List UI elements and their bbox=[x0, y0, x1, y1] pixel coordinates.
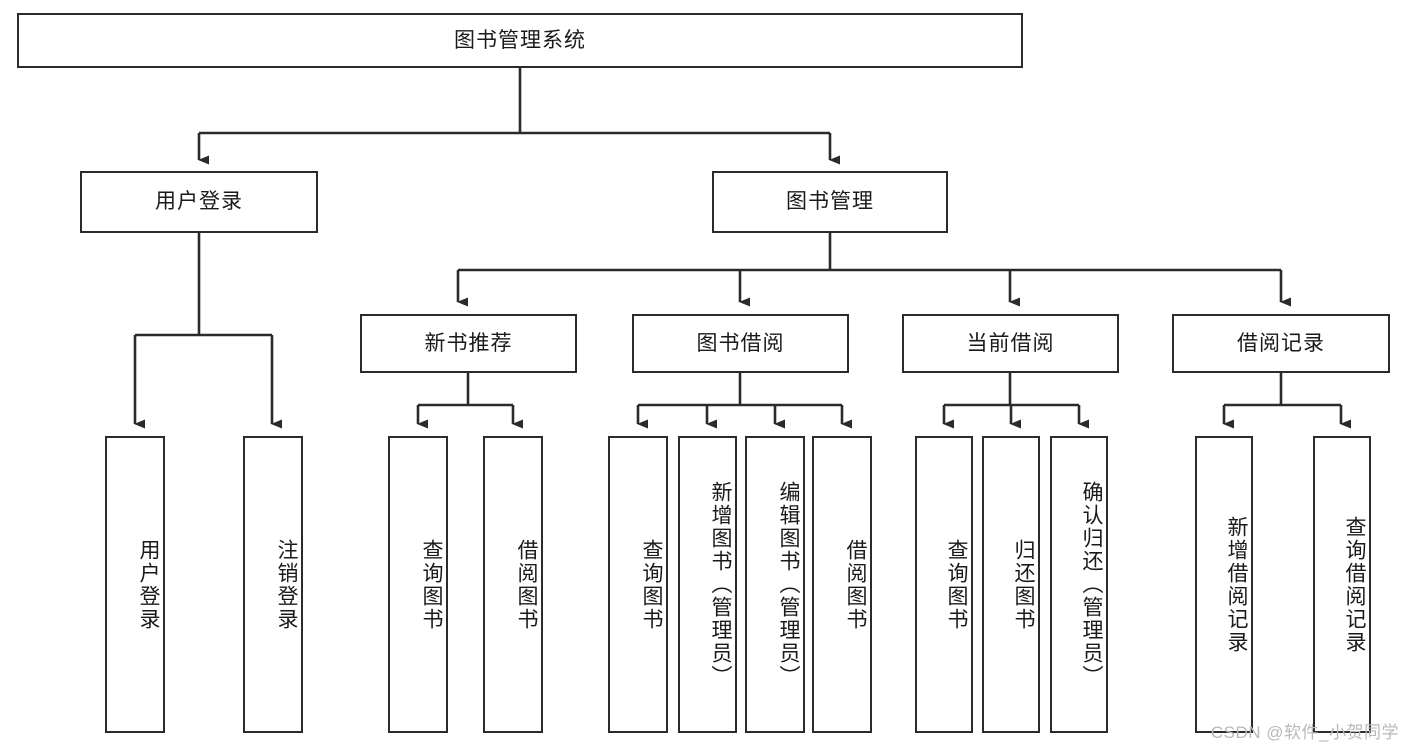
node-user-login-label: 用户登录 bbox=[155, 190, 243, 214]
leaf-label: 查询图书 bbox=[945, 538, 968, 631]
node-current-borrow[interactable]: 当前借阅 bbox=[902, 314, 1119, 373]
node-user-login[interactable]: 用户登录 bbox=[80, 171, 318, 233]
leaf-user-login-logout[interactable]: 注销登录 bbox=[243, 436, 303, 733]
leaf-current-borrow-confirm-return[interactable]: 确认归还（管理员） bbox=[1050, 436, 1108, 733]
node-borrow-record[interactable]: 借阅记录 bbox=[1172, 314, 1390, 373]
leaf-label: 新增图书（管理员） bbox=[709, 481, 732, 688]
leaf-label: 查询图书 bbox=[640, 538, 663, 631]
leaf-current-borrow-query[interactable]: 查询图书 bbox=[915, 436, 973, 733]
leaf-label: 归还图书 bbox=[1012, 538, 1035, 631]
leaf-new-book-query[interactable]: 查询图书 bbox=[388, 436, 448, 733]
node-borrow-record-label: 借阅记录 bbox=[1237, 331, 1325, 355]
leaf-book-borrow-query[interactable]: 查询图书 bbox=[608, 436, 668, 733]
leaf-book-borrow-add[interactable]: 新增图书（管理员） bbox=[678, 436, 737, 733]
node-root[interactable]: 图书管理系统 bbox=[17, 13, 1023, 68]
leaf-label: 查询借阅记录 bbox=[1343, 515, 1366, 654]
node-new-book-recommend-label: 新书推荐 bbox=[424, 331, 513, 355]
leaf-user-login-login[interactable]: 用户登录 bbox=[105, 436, 165, 733]
leaf-label: 确认归还（管理员） bbox=[1080, 481, 1103, 688]
node-current-borrow-label: 当前借阅 bbox=[966, 331, 1055, 355]
leaf-new-book-borrow[interactable]: 借阅图书 bbox=[483, 436, 543, 733]
node-book-borrow-label: 图书借阅 bbox=[696, 331, 785, 355]
leaf-borrow-record-add[interactable]: 新增借阅记录 bbox=[1195, 436, 1253, 733]
leaf-book-borrow-edit[interactable]: 编辑图书（管理员） bbox=[745, 436, 805, 733]
leaf-label: 查询图书 bbox=[420, 538, 443, 631]
leaf-borrow-record-query[interactable]: 查询借阅记录 bbox=[1313, 436, 1371, 733]
watermark: CSDN @软件_小贺同学 bbox=[1210, 723, 1399, 742]
node-book-management-label: 图书管理 bbox=[786, 190, 874, 214]
node-book-management[interactable]: 图书管理 bbox=[712, 171, 948, 233]
leaf-current-borrow-return[interactable]: 归还图书 bbox=[982, 436, 1040, 733]
leaf-label: 编辑图书（管理员） bbox=[777, 481, 800, 688]
leaf-book-borrow-borrow[interactable]: 借阅图书 bbox=[812, 436, 872, 733]
node-new-book-recommend[interactable]: 新书推荐 bbox=[360, 314, 577, 373]
node-root-label: 图书管理系统 bbox=[454, 28, 586, 52]
leaf-label: 用户登录 bbox=[137, 538, 160, 631]
node-book-borrow[interactable]: 图书借阅 bbox=[632, 314, 849, 373]
leaf-label: 新增借阅记录 bbox=[1225, 515, 1248, 654]
leaf-label: 借阅图书 bbox=[515, 538, 538, 631]
leaf-label: 借阅图书 bbox=[844, 538, 867, 631]
leaf-label: 注销登录 bbox=[275, 538, 298, 631]
